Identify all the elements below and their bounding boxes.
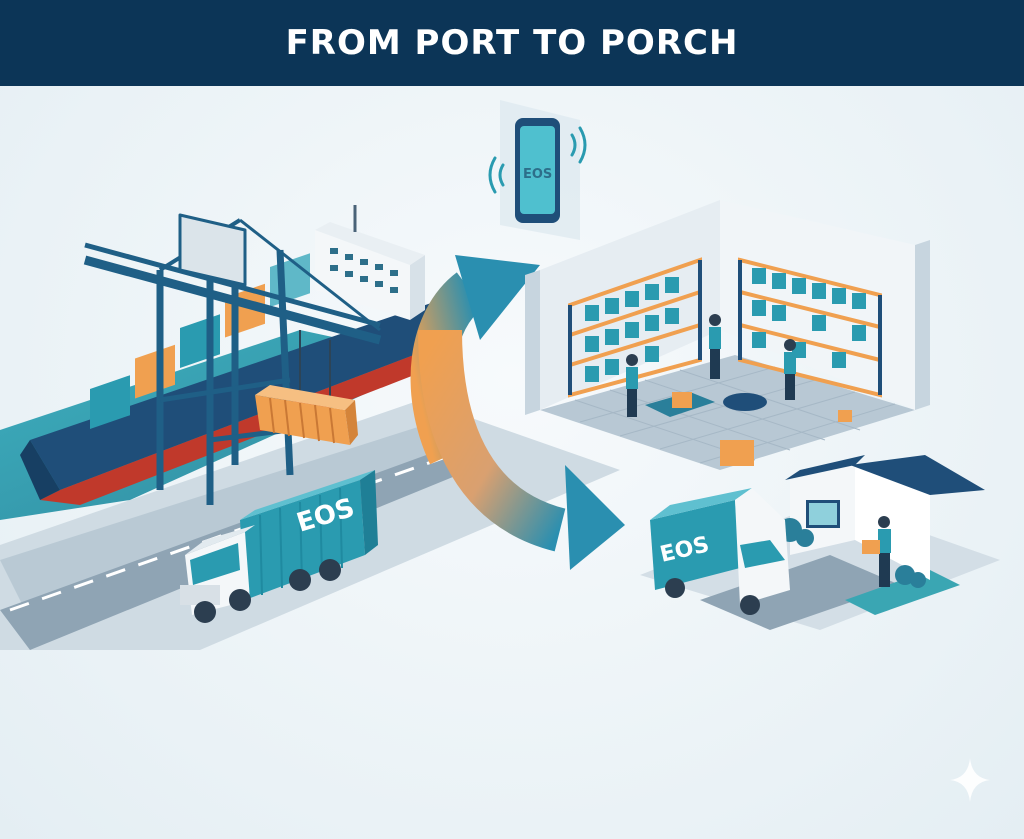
parcel-box — [862, 540, 880, 554]
shelving-left — [568, 257, 702, 398]
arrow-to-porch — [418, 329, 567, 552]
warehouse-worker — [626, 354, 638, 417]
parcel-box — [838, 410, 852, 422]
eos-semi-truck: EOS — [180, 470, 378, 623]
header-bar: FROM PORT TO PORCH — [0, 0, 1024, 86]
truck-wheel — [319, 559, 341, 581]
van-wheel — [665, 578, 685, 598]
shelving-right — [738, 257, 882, 398]
hanging-container — [255, 385, 358, 445]
warehouse-robot — [723, 393, 767, 411]
warehouse-worker — [784, 339, 796, 400]
parcel-box — [672, 392, 692, 408]
van-wheel — [740, 595, 760, 615]
house — [785, 455, 985, 580]
truck-wheel — [289, 569, 311, 591]
arrow-to-warehouse-head — [455, 255, 540, 340]
page-title: FROM PORT TO PORCH — [285, 23, 739, 63]
wifi-signal-icon — [488, 126, 587, 194]
truck-wheel — [194, 601, 216, 623]
sparkle-icon — [950, 758, 990, 802]
warehouse-worker — [709, 314, 721, 379]
arrow-to-porch-head — [565, 465, 625, 570]
phone-logo: EOS — [523, 167, 552, 182]
gantry-crane — [83, 213, 382, 505]
porch-person — [862, 516, 891, 587]
truck-wheel — [229, 589, 251, 611]
ship-bridge — [315, 205, 425, 320]
phone-app: EOS — [488, 100, 587, 240]
flow-arrows — [410, 255, 625, 570]
parcel-box — [720, 440, 754, 466]
eos-delivery-van: EOS — [650, 488, 790, 615]
warehouse — [525, 200, 930, 470]
